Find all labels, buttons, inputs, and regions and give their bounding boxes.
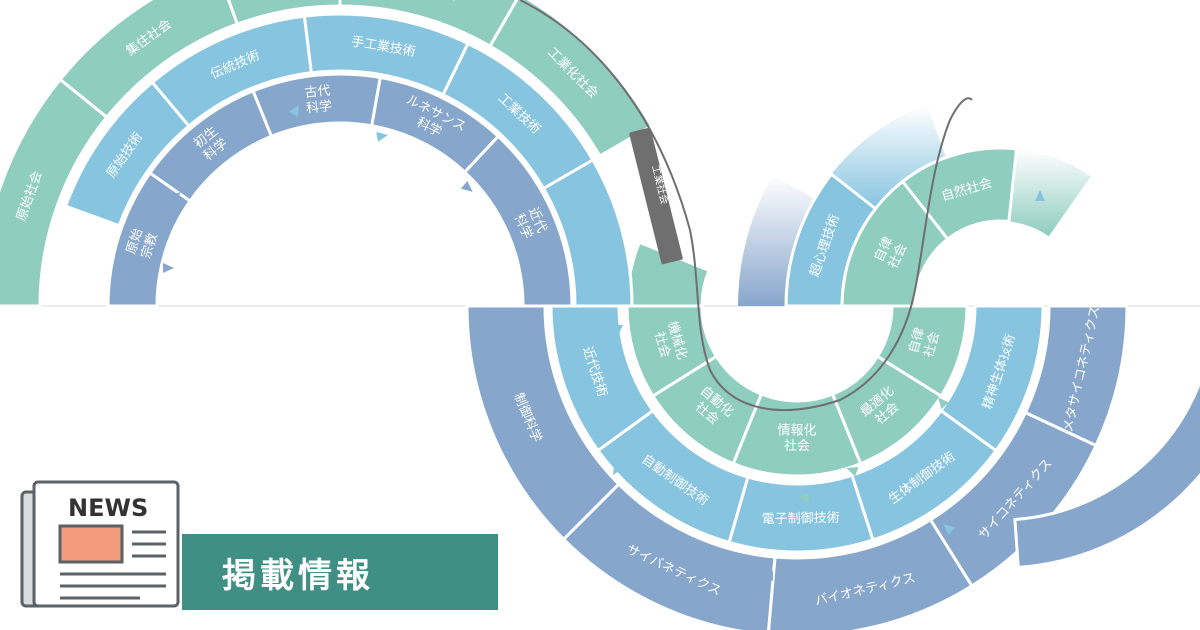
society-label: 自律社会	[872, 235, 911, 272]
arrow-mark	[460, 180, 473, 192]
future-fade-band	[1008, 148, 1091, 237]
science-segment	[1013, 377, 1200, 569]
arrow-mark	[246, 120, 257, 132]
technology-label: 電子制御技術	[762, 511, 840, 527]
future-fade-band	[831, 104, 946, 209]
science-label: 古代科学	[304, 83, 333, 116]
arrow-mark	[846, 467, 859, 477]
science-label: 原始宗教	[124, 227, 161, 261]
publication-info-banner[interactable]: 掲載情報	[182, 534, 498, 610]
society-label: 情報化社会	[777, 424, 816, 455]
arrow-mark	[680, 408, 692, 421]
technology-segment	[938, 304, 1045, 453]
arrow-mark	[710, 470, 722, 481]
arrow-marks	[82, 61, 1073, 581]
arrow-mark	[1035, 190, 1045, 201]
society-label: 機械化社会	[649, 320, 689, 366]
arrow-mark	[603, 233, 613, 246]
arrow-mark	[289, 104, 299, 117]
arrow-mark	[613, 463, 623, 476]
arrow-mark	[993, 492, 1003, 505]
arrow-mark	[509, 207, 519, 220]
science-segment	[462, 134, 574, 308]
arrow-mark	[163, 263, 174, 273]
future-fade-bands	[738, 104, 1091, 306]
arrow-mark	[522, 148, 535, 160]
timeline-tag: 工業社会	[629, 127, 683, 265]
society-segment	[900, 146, 1019, 242]
arrow-mark	[201, 61, 214, 71]
arrow-mark	[659, 365, 669, 378]
society-segment	[487, 0, 654, 159]
arrow-mark	[615, 488, 628, 500]
arrow-mark	[376, 131, 388, 142]
arrow-mark	[145, 101, 158, 111]
arrow-mark	[947, 438, 960, 450]
science-segment	[561, 482, 777, 630]
arrow-mark	[762, 571, 773, 581]
news-photo-block	[58, 524, 124, 564]
banner-label: 掲載情報	[222, 555, 374, 596]
arrow-mark	[943, 524, 956, 536]
science-label: 近代科学	[511, 205, 549, 241]
arrow-mark	[670, 539, 683, 549]
arrow-mark	[828, 495, 839, 505]
society-segment	[58, 0, 240, 120]
arrow-mark	[613, 325, 623, 336]
arrow-mark	[168, 192, 181, 204]
future-fade-band	[738, 175, 815, 306]
society-segment	[875, 304, 969, 399]
arrow-mark	[798, 493, 809, 503]
newspaper-icon: NEWS	[20, 478, 182, 610]
arrow-mark	[846, 563, 859, 573]
news-word: NEWS	[68, 494, 148, 522]
science-segment	[1023, 304, 1129, 448]
society-label: 自律社会	[906, 326, 943, 359]
arrow-mark	[938, 397, 950, 410]
arrow-mark	[995, 344, 1005, 355]
arrow-mark	[533, 347, 543, 358]
arrow-mark	[1063, 342, 1073, 353]
arrow-mark	[82, 176, 95, 188]
technology-segment	[784, 172, 878, 308]
arrow-mark	[355, 104, 365, 115]
timeline-curve	[519, 0, 973, 411]
